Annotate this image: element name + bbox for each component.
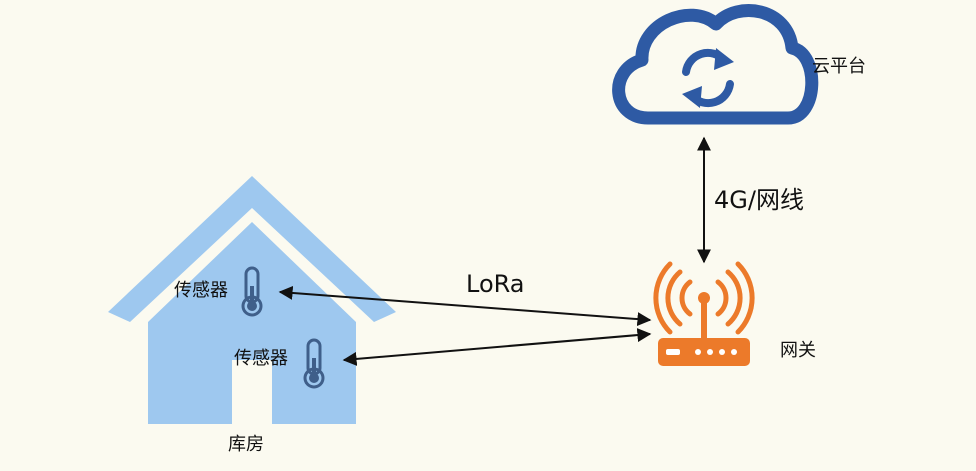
thermometer-icon [303, 338, 325, 389]
sensor1-gateway-lora-arrow [278, 285, 652, 327]
gateway-label: 网关 [780, 340, 816, 361]
thermometer-icon [241, 266, 263, 317]
sync-arrows-icon [682, 48, 734, 108]
sensor-label-1: 传感器 [174, 280, 228, 301]
sensor2-gateway-lora-arrow [342, 328, 652, 366]
connection-4g-label: 4G/网线 [714, 186, 804, 214]
warehouse-label: 库房 [228, 434, 264, 455]
lora-label: LoRa [466, 270, 525, 298]
wifi-router-icon [653, 261, 755, 366]
cloud-platform-label: 云平台 [812, 56, 866, 77]
cloud-sync-icon [612, 4, 819, 125]
sensor-label-2: 传感器 [234, 348, 288, 369]
